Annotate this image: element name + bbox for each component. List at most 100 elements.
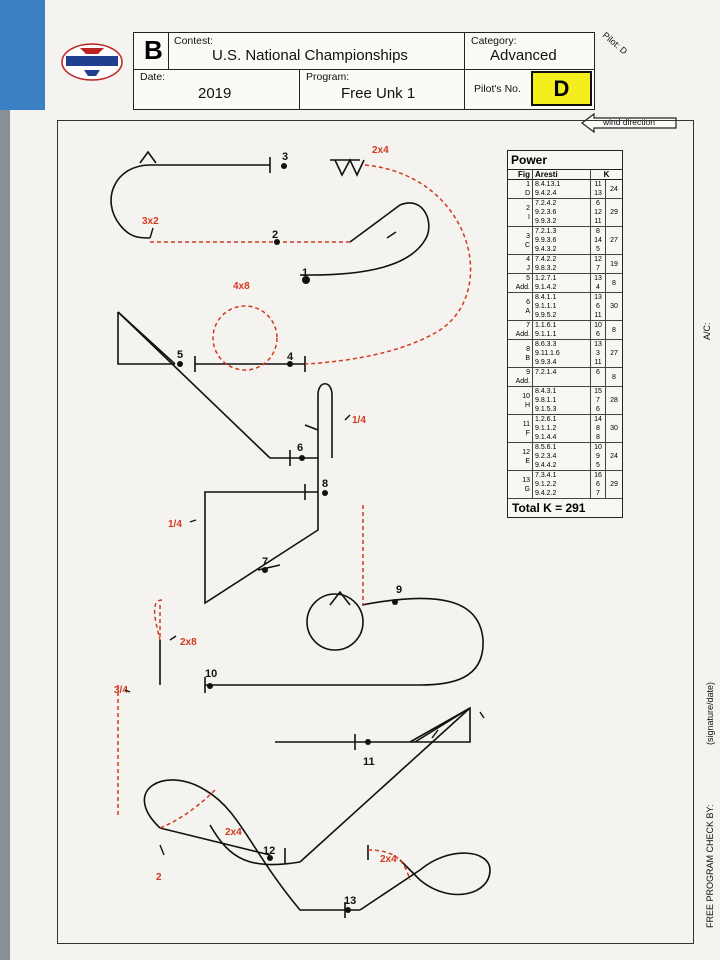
table-header: Fig Aresti K [508,170,622,180]
row-total: 24 [610,185,618,193]
aresti-code: 9.1.2.2 [535,481,557,488]
fig-number: 3 [526,232,530,240]
k-value: 16 [594,472,602,479]
k-value: 4 [596,284,600,291]
roll-annotation: 2x8 [180,637,197,648]
fig-number: 9 [526,369,530,376]
aresti-code: 7.3.4.1 [535,472,557,479]
aresti-code: 7.4.2.2 [535,256,557,263]
program-label: Program: [306,71,350,83]
aresti-code: 9.1.4.4 [535,434,557,441]
aresti-code: 9.4.2.4 [535,190,557,197]
fig-number: 8 [526,345,530,353]
row-total: 8 [612,279,616,287]
aresti-code: 9.8.1.1 [535,397,557,404]
fig-number: 1 [526,181,530,188]
fig-letter: Add. [515,378,530,385]
aresti-code: 9.9.3.4 [535,359,557,366]
k-value: 14 [594,237,602,244]
k-value: 13 [594,275,602,282]
date-label: Date: [140,71,166,83]
fig-letter: I [528,213,530,221]
pilot-number-box: D [531,71,592,106]
k-value: 11 [594,181,602,188]
row-total: 27 [610,237,618,244]
roll-annotation: 3x2 [142,216,159,227]
k-value: 6 [596,481,600,488]
date-value: 2019 [198,85,232,102]
k-value: 5 [596,462,600,469]
k-value: 6 [596,331,600,338]
k-value: 3 [596,350,600,357]
figure-number: 1 [302,267,308,279]
aresti-code: 9.1.1.2 [535,425,557,432]
fig-number: 5 [526,275,530,282]
fig-letter: A [525,307,530,315]
drawing-frame [57,120,694,944]
iac-logo [60,40,124,84]
blue-tape [0,0,45,110]
fig-letter: C [524,241,530,249]
row-total: 27 [610,350,618,357]
k-value: 10 [594,444,602,451]
k-value: 12 [594,256,602,263]
row-total: 29 [610,209,618,216]
figure-number: 6 [297,442,303,454]
aresti-code: 9.2.3.6 [535,209,557,216]
fig-letter: B [525,354,530,362]
k-value: 14 [594,416,602,423]
fig-number: 4 [526,256,530,263]
k-value: 8 [596,425,600,432]
fig-number: 13 [522,476,530,484]
fig-letter: Add. [515,331,530,338]
roll-annotation: 2x4 [380,854,397,865]
fig-letter: G [524,485,530,493]
k-value: 6 [596,369,600,376]
roll-annotation: 1/4 [168,519,182,530]
aresti-code: 9.9.3.6 [535,237,557,244]
figure-number: 8 [322,478,328,490]
figure-number: 2 [272,229,278,241]
aresti-code: 9.2.3.4 [535,453,557,460]
k-value: 11 [594,359,602,366]
k-value: 10 [594,322,602,329]
aresti-code: 9.11.1.6 [535,350,560,357]
k-value: 15 [594,388,602,395]
roll-annotation: 3/4 [114,685,128,696]
aresti-code: 8.5.6.1 [535,444,557,451]
figure-number: 13 [344,895,356,907]
row-total: 30 [610,425,618,432]
row-total: 8 [612,326,616,334]
aresti-code: 9.4.2.2 [535,490,557,497]
aresti-code: 8.6.3.3 [535,341,557,348]
roll-annotation: 2x4 [372,145,389,156]
fig-number: 12 [522,448,530,456]
row-total: 29 [610,481,618,488]
row-total: 8 [612,373,616,381]
figure-number: 4 [287,351,294,363]
k-value: 7 [596,265,600,272]
aresti-code: 9.4.4.2 [535,462,557,469]
figure-number: 7 [262,556,268,568]
aresti-code: 9.1.1.1 [535,331,557,338]
contest-label: Contest: [174,35,214,47]
aresti-code: 9.4.3.2 [535,246,557,253]
contest-value: U.S. National Championships [212,47,408,64]
fig-letter: J [526,265,531,272]
aresti-code: 8.4.3.1 [535,388,557,395]
roll-annotation: 4x8 [233,281,250,292]
aresti-code: 8.4.1.1 [535,294,557,301]
aresti-code: 8.4.13.1 [535,181,561,188]
aresti-code: 9.1.5.3 [535,406,557,413]
k-value: 6 [596,303,600,310]
row-total: 19 [610,260,618,268]
col-aresti: Aresti [533,170,591,179]
pilot-no-label: Pilot's No. [474,83,521,95]
k-value: 7 [596,490,600,497]
